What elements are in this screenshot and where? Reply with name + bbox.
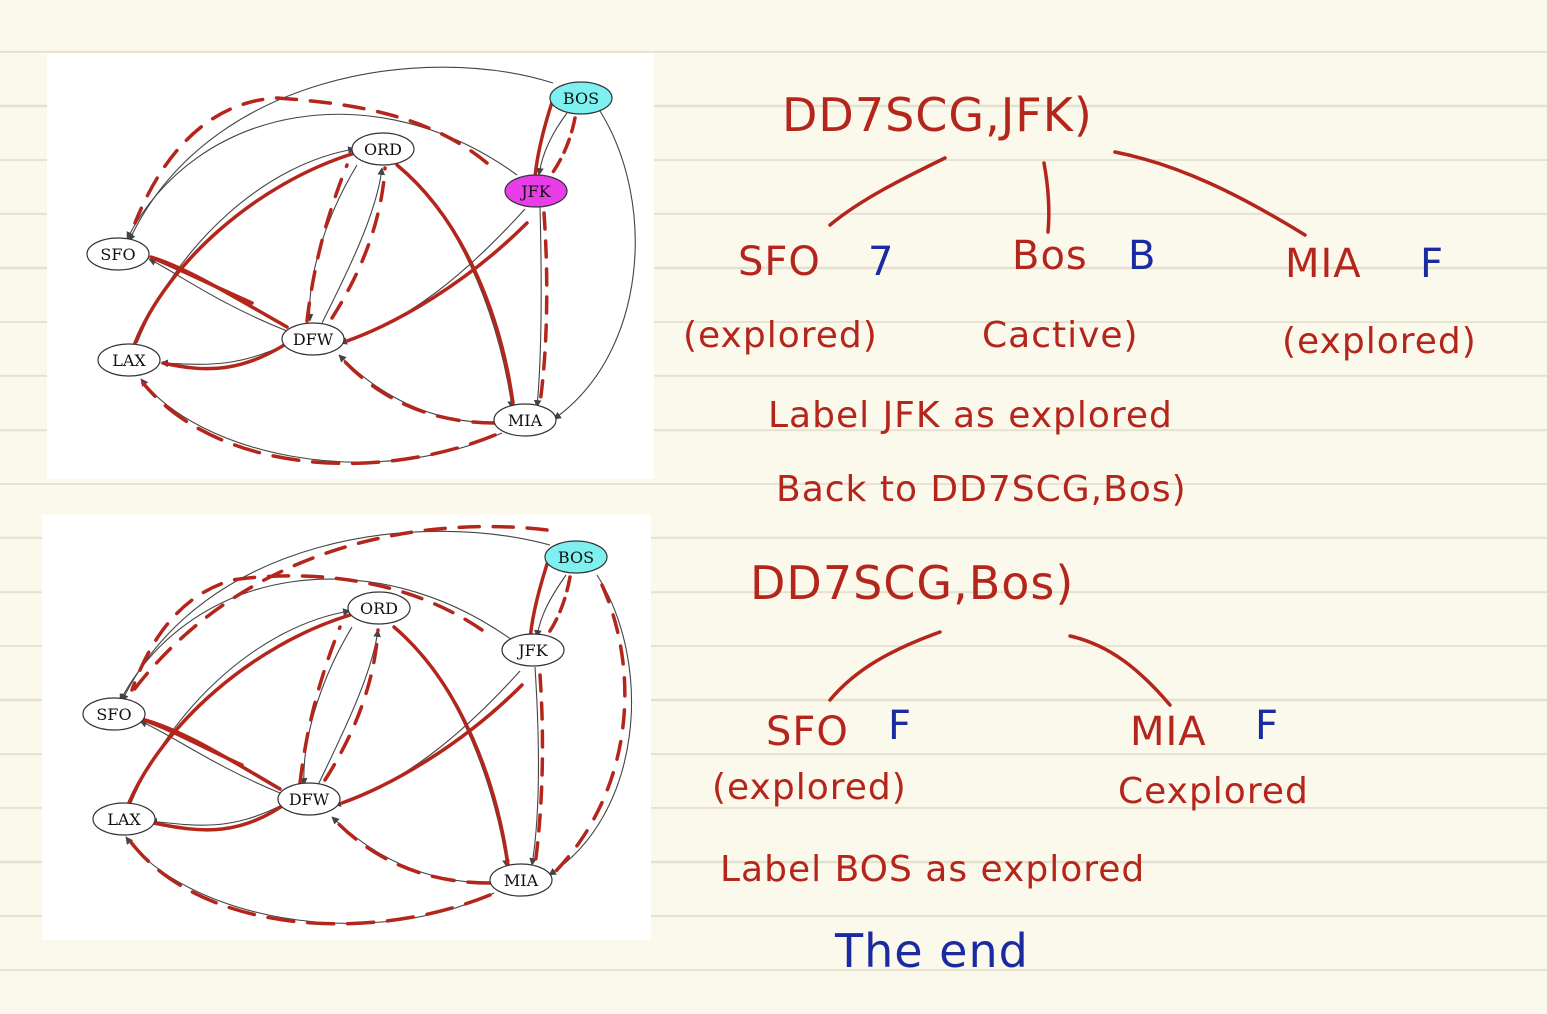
- node-mia-label: MIA: [504, 871, 539, 890]
- node-bos-label: BOS: [563, 89, 599, 108]
- node-jfk-shape: [504, 174, 568, 208]
- node-jfk-label: JFK: [519, 182, 552, 201]
- node-sfo-shape: [86, 237, 150, 271]
- back-to-call: Back to DD7SCG,Bos): [776, 469, 1187, 510]
- call1-child-3-mark: F: [1420, 241, 1445, 287]
- call1-child-2-name: Bos: [1012, 233, 1088, 279]
- node-jfk-shape: [501, 633, 565, 667]
- call2-child-1-mark: F: [888, 703, 913, 749]
- call2-child-2-status: Cexplored: [1118, 771, 1309, 812]
- node-lax-label: LAX: [112, 351, 146, 370]
- call1-child-3-name: MIA: [1285, 241, 1362, 287]
- node-ord: ORD: [347, 591, 411, 625]
- node-sfo: SFO: [86, 237, 150, 271]
- node-lax-shape: [92, 802, 156, 836]
- graph-bottom: BOS JFK ORD SFO DFW LAX MIA: [82, 524, 633, 926]
- node-dfw: DFW: [281, 322, 345, 356]
- node-ord-shape: [347, 591, 411, 625]
- node-dfw-label: DFW: [293, 330, 334, 349]
- node-lax-shape: [97, 343, 161, 377]
- edge-ord-dfw: [305, 164, 358, 322]
- edge-jfk-dfw: [339, 208, 526, 345]
- edge-ord-mia: [396, 164, 515, 409]
- node-mia-shape: [489, 863, 553, 897]
- label-jfk-explored: Label JFK as explored: [768, 395, 1173, 436]
- graph-panel-top: BOS JFK ORD SFO DFW LAX MIA: [47, 53, 654, 479]
- node-sfo-label: SFO: [100, 245, 135, 264]
- call2-child-1-name: SFO: [766, 709, 849, 755]
- node-sfo-label: SFO: [96, 705, 131, 724]
- node-mia: MIA: [489, 863, 553, 897]
- edge-bos-jfk: [536, 112, 568, 176]
- node-jfk: JFK: [504, 174, 568, 208]
- node-lax: LAX: [92, 802, 156, 836]
- edge-bos-mia: [553, 110, 636, 420]
- node-mia: MIA: [493, 403, 557, 437]
- call2-child-1-status: (explored): [712, 767, 907, 808]
- node-bos-shape: [544, 540, 608, 574]
- node-jfk: JFK: [501, 633, 565, 667]
- node-bos-label: BOS: [558, 548, 594, 567]
- node-ord: ORD: [351, 132, 415, 166]
- call1-title: DD7SCG,JFK): [782, 88, 1093, 142]
- edge-jfk-sfo: [126, 113, 518, 240]
- node-lax: LAX: [97, 343, 161, 377]
- call1-child-1-name: SFO: [738, 239, 821, 285]
- graph-panel-bottom: BOS JFK ORD SFO DFW LAX MIA: [42, 515, 651, 940]
- call1-child-1-mark: 7: [868, 239, 895, 285]
- call1-child-2-status: Cactive): [982, 315, 1139, 356]
- node-sfo: SFO: [82, 697, 146, 731]
- node-mia-label: MIA: [508, 411, 543, 430]
- edge-bos-sfo: [128, 66, 554, 242]
- edge-dfw-sfo: [148, 258, 288, 332]
- edge-jfk-mia: [533, 206, 542, 408]
- node-dfw: DFW: [277, 782, 341, 816]
- node-lax-label: LAX: [107, 810, 141, 829]
- graph-top: BOS JFK ORD SFO DFW LAX MIA: [86, 66, 636, 466]
- node-ord-label: ORD: [360, 599, 398, 618]
- call1-child-3-status: (explored): [1282, 321, 1477, 362]
- label-bos-explored: Label BOS as explored: [720, 849, 1146, 890]
- call1-child-1-status: (explored): [683, 315, 878, 356]
- node-jfk-label: JFK: [516, 641, 549, 660]
- node-bos-shape: [549, 81, 613, 115]
- edge-dfw-ord: [321, 167, 386, 324]
- call1-child-2-mark: B: [1128, 233, 1157, 279]
- call2-child-2-name: MIA: [1130, 709, 1207, 755]
- edge-mia-dfw: [338, 354, 498, 424]
- call2-child-2-mark: F: [1255, 703, 1280, 749]
- node-bos: BOS: [549, 81, 613, 115]
- node-dfw-shape: [281, 322, 345, 356]
- node-sfo-shape: [82, 697, 146, 731]
- node-dfw-shape: [277, 782, 341, 816]
- node-bos: BOS: [544, 540, 608, 574]
- node-dfw-label: DFW: [289, 790, 330, 809]
- node-ord-shape: [351, 132, 415, 166]
- call2-title: DD7SCG,Bos): [750, 556, 1075, 610]
- node-ord-label: ORD: [364, 140, 402, 159]
- the-end: The end: [835, 924, 1029, 978]
- node-mia-shape: [493, 403, 557, 437]
